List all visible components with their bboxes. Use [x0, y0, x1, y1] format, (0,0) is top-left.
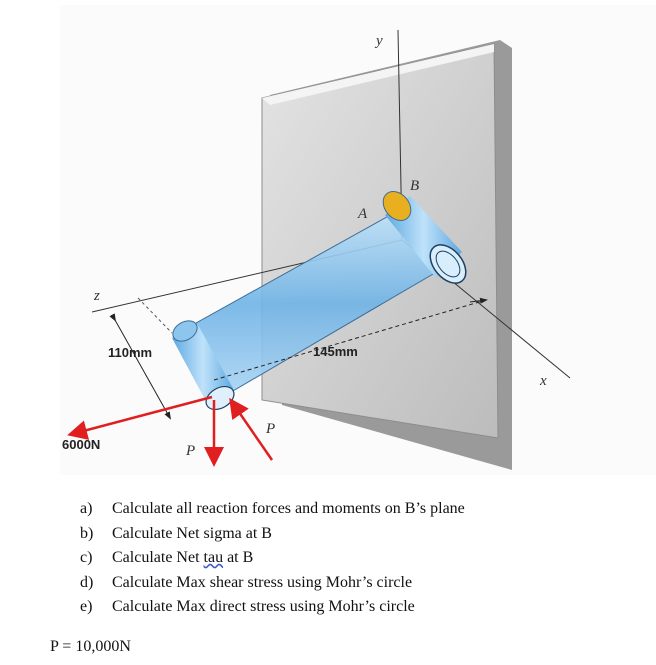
- long-arm: [177, 212, 441, 396]
- question-text-before: Calculate Net: [112, 549, 204, 566]
- dimension-110mm: [109, 297, 173, 420]
- question-c: c) Calculate Net tau at B: [80, 546, 465, 571]
- short-arm: [172, 320, 235, 411]
- question-letter: b): [80, 524, 94, 542]
- question-e: e) Calculate Max direct stress using Mohr…: [80, 595, 465, 620]
- question-letter: e): [80, 598, 93, 615]
- point-b-label: B: [410, 178, 419, 194]
- force-6000n-label: 6000N: [62, 437, 100, 452]
- question-d: d) Calculate Max shear stress using Mohr’…: [80, 571, 465, 596]
- question-text: Calculate Max shear stress using Mohr’s …: [112, 573, 413, 591]
- question-letter: c): [80, 549, 93, 566]
- question-text-after: at B: [223, 549, 254, 566]
- question-a: a) Calculate all reaction forces and mome…: [80, 497, 465, 522]
- dimension-label-145mm: 145mm: [313, 344, 358, 359]
- question-b: b) Calculate Net sigma at B: [80, 522, 465, 547]
- force-p-inclined-label: P: [265, 421, 275, 437]
- dimension-label-110mm: 110mm: [108, 345, 152, 360]
- bent-bar-diagram: y x z: [62, 29, 571, 470]
- given-p-value: P = 10,000N: [50, 638, 131, 655]
- y-axis-label: y: [374, 33, 383, 49]
- point-a-label: A: [357, 206, 368, 222]
- question-list: a) Calculate all reaction forces and mome…: [80, 497, 465, 620]
- force-p-vertical-label: P: [185, 443, 195, 459]
- question-text: Calculate Max direct stress using Mohr’s…: [112, 598, 415, 615]
- force-6000n-arrow: [67, 395, 213, 440]
- x-axis-label: x: [539, 373, 547, 389]
- question-text: Calculate all reaction forces and moment…: [112, 500, 465, 517]
- z-axis-label: z: [93, 288, 100, 304]
- question-text: Calculate Net sigma at B: [112, 524, 272, 542]
- cylinder-b: [382, 191, 467, 284]
- force-p-inclined-arrow: [229, 397, 274, 461]
- question-letter: a): [80, 500, 93, 517]
- question-letter: d): [80, 573, 94, 591]
- question-text-tau: tau: [203, 549, 224, 566]
- dimension-145mm: [213, 297, 488, 381]
